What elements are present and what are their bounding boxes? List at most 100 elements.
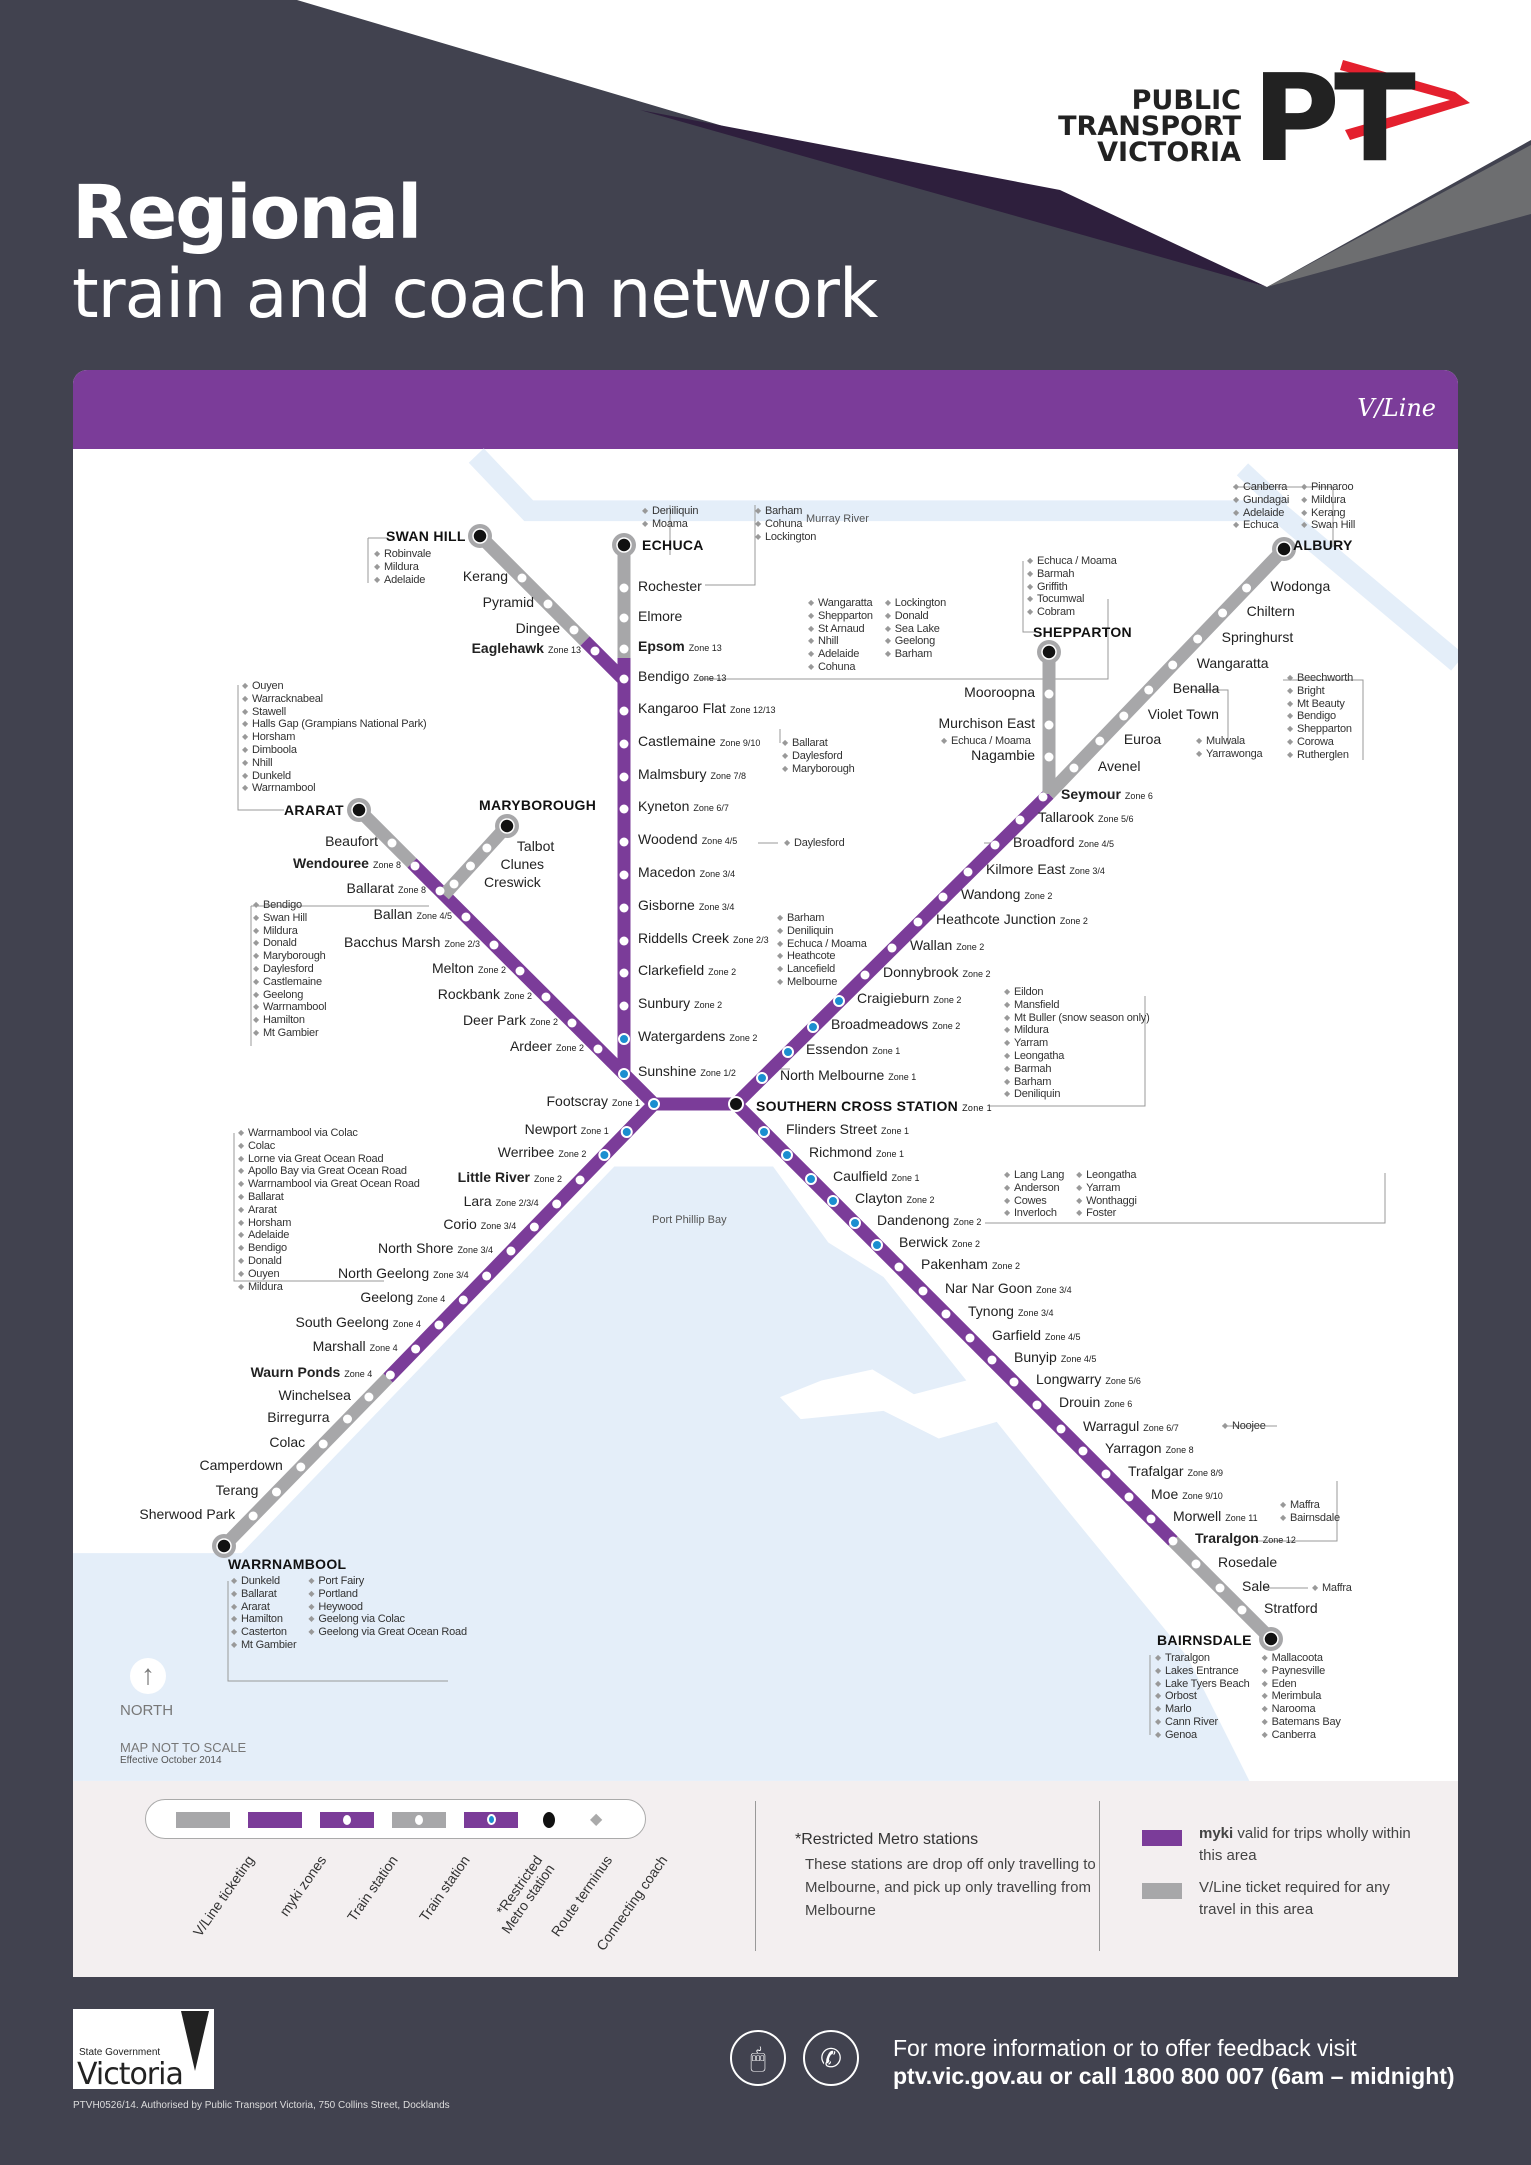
station-label[interactable]: Avenel [1098, 759, 1141, 773]
coach-destination[interactable]: Ballarat [231, 1588, 296, 1601]
station-dot[interactable] [618, 1033, 630, 1045]
station-label[interactable]: Euroa [1124, 732, 1161, 746]
coach-destination[interactable]: Stawell [242, 706, 427, 719]
station-dot[interactable] [619, 613, 629, 623]
station-label[interactable]: Mooroopna [964, 685, 1035, 699]
station-dot[interactable] [619, 870, 629, 880]
station-dot[interactable] [1095, 736, 1105, 746]
station-dot[interactable] [458, 1295, 468, 1305]
station-dot[interactable] [1193, 634, 1203, 644]
station-dot[interactable] [913, 917, 923, 927]
station-dot[interactable] [963, 867, 973, 877]
station-dot[interactable] [567, 1018, 577, 1028]
station-dot[interactable] [619, 674, 629, 684]
station-label[interactable]: Wodonga [1271, 579, 1331, 593]
station-dot[interactable] [1191, 1559, 1201, 1569]
coach-destination[interactable]: Daylesford [784, 837, 845, 850]
station-dot[interactable] [987, 1355, 997, 1365]
coach-destination[interactable]: Sea Lake [885, 623, 946, 636]
station-dot[interactable] [543, 599, 553, 609]
coach-destination[interactable]: Barham [885, 648, 946, 661]
coach-destination[interactable]: Traralgon [1155, 1652, 1250, 1665]
coach-destination[interactable]: Yarram [1004, 1037, 1150, 1050]
station-dot[interactable] [1168, 1536, 1178, 1546]
coach-destination[interactable]: Narooma [1262, 1703, 1341, 1716]
coach-destination[interactable]: Barham [777, 912, 867, 925]
coach-destination[interactable]: Moama [642, 518, 698, 531]
coach-destination[interactable]: Cann River [1155, 1716, 1250, 1729]
coach-destination[interactable]: Cohuna [755, 518, 816, 531]
station-dot[interactable] [1056, 1424, 1066, 1434]
coach-destination[interactable]: Bendigo [253, 899, 326, 912]
station-dot[interactable] [515, 966, 525, 976]
station-dot[interactable] [1168, 660, 1178, 670]
station-dot[interactable] [318, 1439, 328, 1449]
coach-destination[interactable]: Echuca / Moama [941, 735, 1031, 748]
coach-destination[interactable]: Bairnsdale [1280, 1512, 1340, 1525]
coach-destination[interactable]: Deniliquin [642, 505, 699, 518]
station-label[interactable]: Chiltern [1247, 604, 1295, 618]
coach-destination[interactable]: Maryborough [253, 950, 326, 963]
station-dot[interactable] [648, 1098, 660, 1110]
coach-destination[interactable]: Noojee [1222, 1420, 1266, 1433]
coach-destination[interactable]: Dimboola [242, 744, 427, 757]
coach-destination[interactable]: Warracknabeal [242, 693, 427, 706]
station-label[interactable]: Rosedale [1218, 1555, 1277, 1569]
coach-destination[interactable]: Mallacoota [1262, 1652, 1341, 1665]
station-dot[interactable] [482, 1271, 492, 1281]
coach-destination[interactable]: Gundagai [1233, 494, 1289, 507]
coach-destination[interactable]: Daylesford [782, 750, 855, 763]
coach-destination[interactable]: Deniliquin [777, 925, 867, 938]
coach-destination[interactable]: Lorne via Great Ocean Road [238, 1153, 420, 1166]
station-dot[interactable] [619, 739, 629, 749]
station-dot[interactable] [1237, 1605, 1247, 1615]
station-dot[interactable] [807, 1021, 819, 1033]
station-dot[interactable] [619, 1001, 629, 1011]
coach-destination[interactable]: Ararat [231, 1601, 296, 1614]
station-dot[interactable] [364, 1392, 374, 1402]
station-dot[interactable] [1044, 689, 1054, 699]
station-dot[interactable] [575, 1175, 585, 1185]
coach-destination[interactable]: Canberra [1262, 1729, 1341, 1742]
station-dot[interactable] [1044, 720, 1054, 730]
coach-destination[interactable]: Mt Beauty [1287, 698, 1353, 711]
station-dot[interactable] [849, 1217, 861, 1229]
coach-destination[interactable]: Warrnambool via Great Ocean Road [238, 1178, 420, 1191]
coach-destination[interactable]: Eden [1262, 1678, 1341, 1691]
coach-destination[interactable]: Griffith [1027, 581, 1117, 594]
station-dot[interactable] [619, 903, 629, 913]
station-label[interactable]: Clunes [500, 857, 544, 871]
station-dot[interactable] [618, 1068, 630, 1080]
station-dot[interactable] [619, 837, 629, 847]
coach-destination[interactable]: Apollo Bay via Great Ocean Road [238, 1165, 420, 1178]
station-label[interactable]: Beaufort [325, 834, 378, 848]
coach-destination[interactable]: Barham [1004, 1076, 1150, 1089]
coach-destination[interactable]: Leongatha [1004, 1050, 1150, 1063]
coach-destination[interactable]: Adelaide [374, 574, 431, 587]
coach-destination[interactable]: Marlo [1155, 1703, 1250, 1716]
station-label[interactable]: Elmore [638, 609, 682, 623]
